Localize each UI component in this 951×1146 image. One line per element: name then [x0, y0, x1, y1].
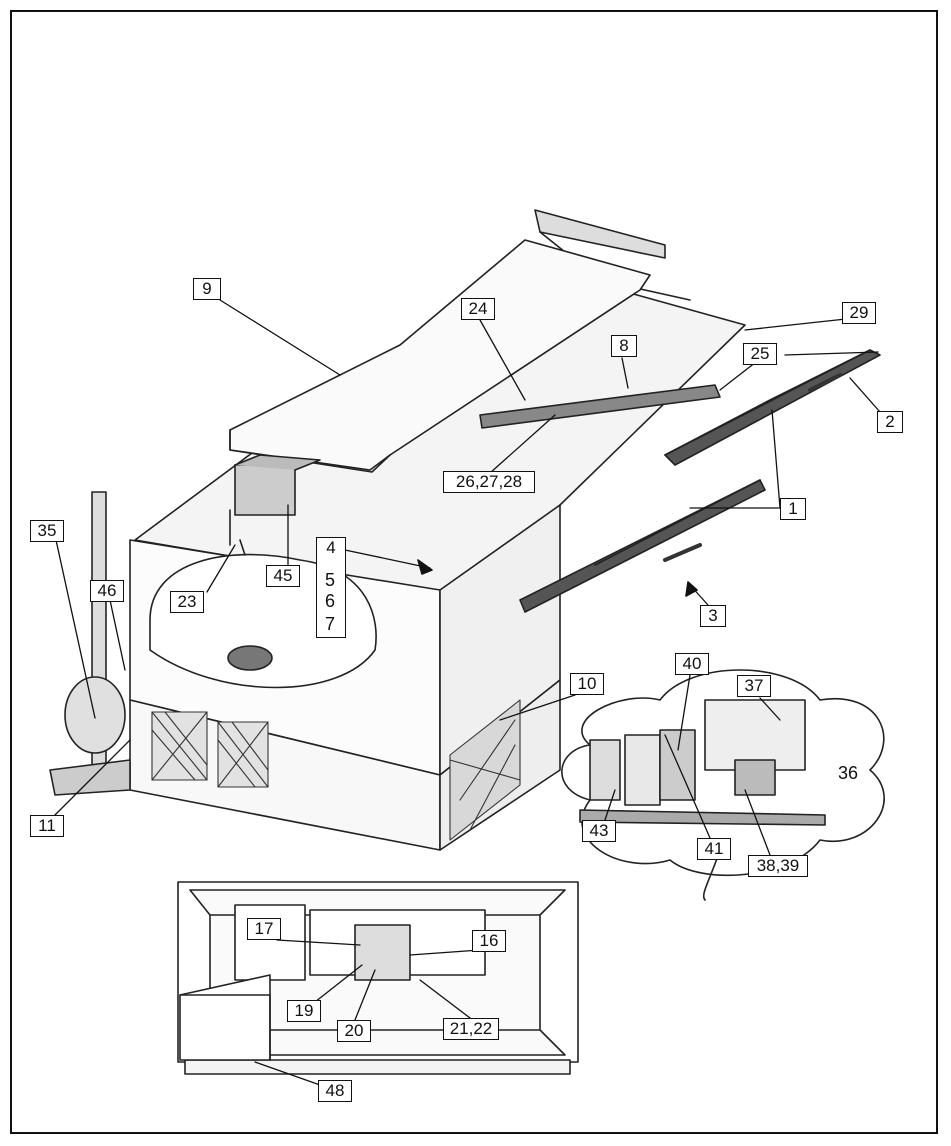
callout-37: 37 [737, 675, 771, 697]
back-canopy [534, 209, 666, 259]
callout-2: 2 [877, 411, 903, 433]
arrowhead-4 [417, 559, 433, 575]
glass-door-lower [519, 479, 766, 613]
rail-strip [479, 384, 721, 429]
label-36: 36 [838, 763, 859, 783]
callout-23: 23 [170, 591, 204, 613]
callout-46: 46 [90, 580, 124, 602]
callout-17: 17 [247, 918, 281, 940]
callout-10: 10 [570, 673, 604, 695]
callout-29: 29 [842, 302, 876, 324]
callout-4: 4 [316, 537, 346, 559]
callout-41: 41 [697, 838, 731, 860]
inset-compressor [704, 699, 806, 771]
callout-11: 11 [30, 815, 64, 837]
control-box [234, 464, 296, 516]
label-5: 5 [325, 570, 336, 590]
arrowhead-3 [685, 581, 698, 597]
callout-40: 40 [675, 653, 709, 675]
callout-26-27-28: 26,27,28 [443, 471, 535, 493]
vent-grille-left [151, 711, 269, 788]
callout-20: 20 [337, 1020, 371, 1042]
vent-grille-right [449, 699, 521, 841]
label-6: 6 [325, 591, 336, 611]
callout-1: 1 [780, 498, 806, 520]
callout-38-39: 38,39 [748, 855, 808, 877]
callout-48: 48 [318, 1080, 352, 1102]
callout-35: 35 [30, 520, 64, 542]
label-7: 7 [325, 614, 336, 634]
callout-19: 19 [287, 1000, 321, 1022]
callout-21-22: 21,22 [443, 1018, 499, 1040]
callout-8: 8 [611, 335, 637, 357]
callout-25: 25 [743, 343, 777, 365]
callout-16: 16 [472, 930, 506, 952]
callout-43: 43 [582, 820, 616, 842]
callout-3: 3 [700, 605, 726, 627]
callout-45: 45 [266, 565, 300, 587]
diagram-frame [10, 10, 938, 1134]
callout-4-7-stack [316, 558, 346, 638]
control-panel-16 [354, 924, 411, 981]
callout-24: 24 [461, 298, 495, 320]
callout-9: 9 [193, 278, 221, 300]
